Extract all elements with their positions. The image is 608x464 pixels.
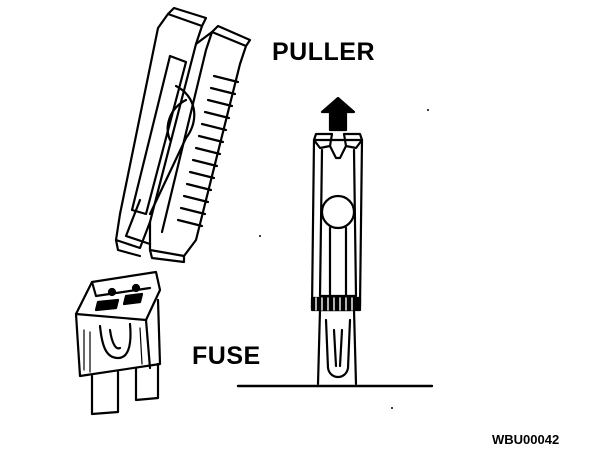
fuse-label: FUSE [192, 342, 261, 370]
fuse-puller-tool [114, 6, 252, 264]
puller-label: PULLER [272, 38, 375, 66]
figure-code: WBU00042 [492, 432, 560, 447]
up-arrow-icon [320, 96, 356, 132]
blade-fuse [74, 270, 162, 416]
puller-on-fuse [310, 132, 364, 386]
